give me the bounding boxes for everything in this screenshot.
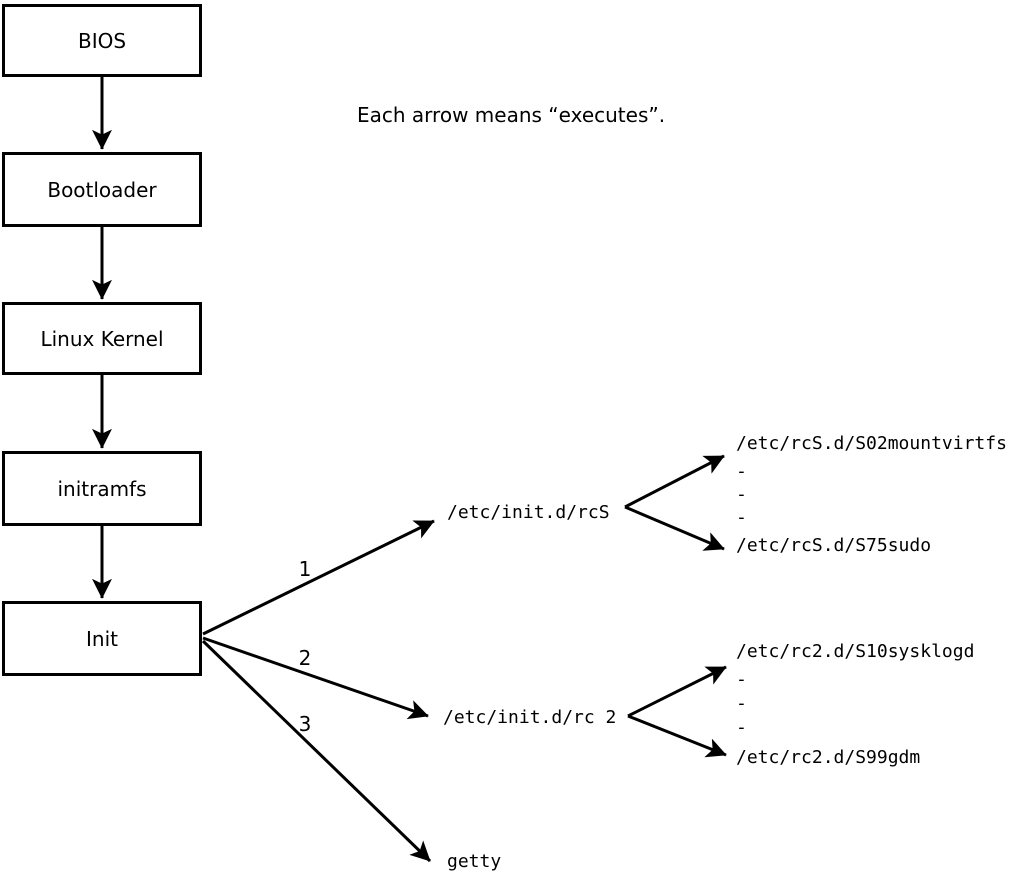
rc2-last-script: /etc/rc2.d/S99gdm <box>736 747 921 768</box>
node-bootloader: Bootloader <box>2 152 202 227</box>
target-rc2-script: /etc/init.d/rc 2 <box>443 707 617 728</box>
rcS-ellipsis-dash: - <box>736 484 747 505</box>
arrow-init-to-rcS <box>202 519 435 636</box>
arrow-rc2-to-first-script <box>627 665 727 718</box>
target-rcS-script: /etc/init.d/rcS <box>447 502 610 523</box>
rc2-ellipsis-dash: - <box>736 669 747 690</box>
rc2-ellipsis-dash: - <box>736 717 747 738</box>
rc2-ellipsis-dash: - <box>736 693 747 714</box>
rcS-ellipsis-dash: - <box>736 461 747 482</box>
rcS-first-script: /etc/rcS.d/S02mountvirtfs <box>736 433 1007 454</box>
arrow-rcS-to-first-script <box>624 454 725 509</box>
branch-label-3: 3 <box>298 712 312 736</box>
node-linux-kernel: Linux Kernel <box>2 302 202 375</box>
target-getty: getty <box>447 851 502 872</box>
legend-note: Each arrow means “executes”. <box>357 103 666 127</box>
arrow-rcS-to-last-script <box>624 505 725 551</box>
rcS-last-script: /etc/rcS.d/S75sudo <box>736 535 932 556</box>
arrow-init-to-rc2 <box>202 636 429 720</box>
node-initramfs: initramfs <box>2 451 202 526</box>
arrow-rc2-to-last-script <box>627 714 727 758</box>
node-bios: BIOS <box>2 4 202 77</box>
branch-label-2: 2 <box>298 646 312 670</box>
node-init: Init <box>2 601 202 676</box>
rcS-ellipsis-dash: - <box>736 507 747 528</box>
arrow-init-to-getty <box>201 639 432 863</box>
rc2-first-script: /etc/rc2.d/S10sysklogd <box>736 641 975 662</box>
branch-label-1: 1 <box>298 557 312 581</box>
